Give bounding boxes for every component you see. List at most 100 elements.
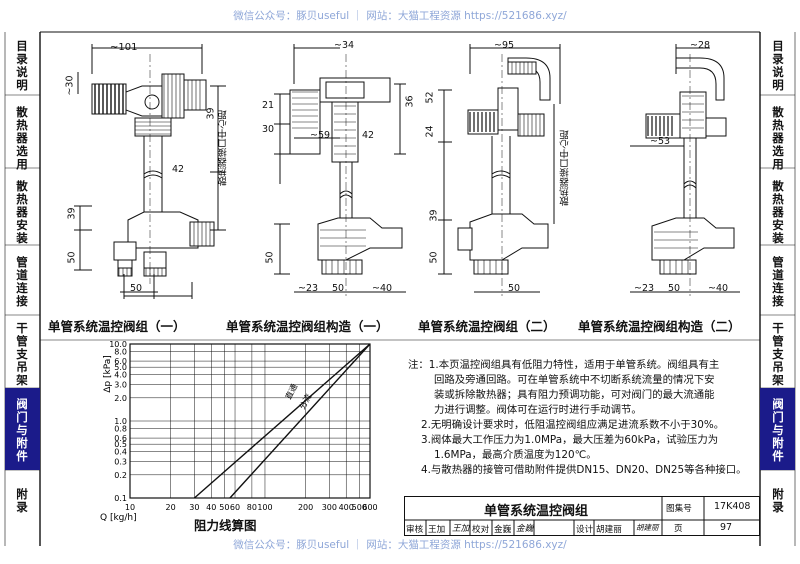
review-name: 王加: [428, 525, 446, 535]
chart-series-line: [193, 343, 371, 499]
fig4-dim-50: 50: [668, 283, 681, 294]
design-name: 胡建丽: [596, 525, 622, 535]
tab-left-pipe-connection[interactable]: 管道连接: [16, 255, 28, 308]
tab-left-radiator-selection[interactable]: 散热器选用: [16, 105, 28, 171]
chart-x-label: Q [kg/h]: [100, 513, 137, 523]
chart-y-tick-label: 8.0: [114, 347, 127, 356]
caption-figure-1: 单管系统温控阀组（一）: [48, 319, 186, 334]
chart-grid: [129, 343, 371, 499]
fig4-dim-28: ~28: [690, 40, 711, 51]
note-line-5: 2.无明确设计要求时，低阻温控阀组应满足进流系数不小于30%。: [421, 419, 725, 431]
chart-y-label: Δp [kPa]: [103, 355, 113, 393]
figure-valve-set-2: [438, 44, 561, 296]
tab-left-valves-accessories[interactable]: 阀门与附件: [13, 398, 31, 463]
fig1-dim-top-left: ~30: [64, 75, 76, 96]
fig2-dim-34: ~34: [334, 40, 355, 51]
chart-y-tick-label: 0.8: [114, 424, 127, 433]
tab-right-main-support[interactable]: 干管支吊架: [772, 321, 784, 387]
tab-right-radiator-selection[interactable]: 散热器选用: [772, 105, 784, 171]
review-signature: 王加: [452, 524, 470, 534]
chart-y-tick-label: 5.0: [114, 363, 127, 372]
fig1-dim-39-top: 39: [205, 107, 217, 120]
fig2-dim-30: 30: [262, 124, 275, 135]
fig2-dim-50-left: 50: [264, 251, 276, 264]
chart-y-tick-label: 0.6: [114, 434, 127, 443]
caption-chart: 阻力线算图: [194, 518, 257, 533]
page-number: 97: [720, 522, 733, 533]
page-label: 页: [674, 524, 683, 534]
chart-y-tick-label: 2.0: [114, 394, 127, 403]
review-label: 审核: [406, 525, 424, 535]
chart-x-tick-label: 600: [362, 503, 377, 512]
fig2-dim-59: ~59: [310, 130, 331, 141]
figure-valve-construction-1: [274, 44, 406, 296]
fig1-dim-39-bottom: 39: [66, 207, 78, 220]
chart-series-lines: [193, 343, 371, 499]
chart-y-tick-label: 10.0: [109, 340, 127, 349]
check-name: 金巍: [494, 525, 512, 535]
atlas-label: 图集号: [666, 504, 692, 514]
chart-x-tick-label: 100: [257, 503, 272, 512]
chart-x-tick-label: 40: [206, 503, 216, 512]
fig3-dim-39: 39: [428, 209, 440, 222]
chart-x-tick-label: 30: [189, 503, 199, 512]
chart-y-tick-label: 0.5: [114, 440, 127, 449]
chart-x-tick-label: 50: [219, 503, 229, 512]
chart-series-line: [229, 343, 371, 499]
atlas-number: 17K408: [714, 501, 751, 512]
fig2-dim-21: 21: [262, 100, 275, 111]
chart-x-tick-label: 20: [166, 503, 176, 512]
chart-x-tick-label: 400: [339, 503, 354, 512]
fig3-center-distance-label: 散热器接口中心距: [560, 130, 571, 206]
fig2-dim-40: ~40: [372, 283, 393, 294]
design-signature: 胡建丽: [636, 523, 659, 532]
check-label: 校对: [472, 525, 490, 535]
fig2-dim-42: 42: [362, 130, 375, 141]
chart-x-tick-label: 500: [352, 503, 367, 512]
fig3-dim-95: ~95: [494, 40, 515, 51]
fig4-dim-53: ~53: [650, 136, 671, 147]
fig2-dim-23: ~23: [298, 283, 319, 294]
chart-y-tick-label: 1.0: [114, 417, 127, 426]
fig2-dim-50-bottom: 50: [332, 283, 345, 294]
watermark-top: 微信公众号：豚贝useful ｜ 网站：大猫工程资源 https://52168…: [233, 10, 567, 22]
chart-curve-label-straight: 直通: [283, 382, 299, 401]
fig3-dim-52: 52: [424, 91, 436, 104]
figure-valve-set-1: [74, 44, 226, 299]
note-line-1: 注：1.本页温控阀组具有低阻力特性，适用于单管系统。阀组具有主: [408, 359, 720, 371]
chart-x-tick-label: 60: [230, 503, 240, 512]
note-line-7: 1.6MPa，最高介质温度为120℃。: [434, 449, 597, 461]
note-line-6: 3.阀体最大工作压力为1.0MPa，最大压差为60kPa，试验压力为: [421, 434, 719, 446]
tab-right-appendix[interactable]: 附录: [772, 487, 784, 514]
fig1-dim-50-bottom: 50: [130, 283, 143, 294]
tab-right-valves-accessories[interactable]: 阀门与附件: [769, 398, 787, 463]
title-block-title: 单管系统温控阀组: [484, 504, 589, 519]
tab-left-radiator-install[interactable]: 散热器安装: [16, 179, 28, 245]
chart-y-ticks: 10.08.06.05.04.03.02.01.00.80.60.50.40.3…: [109, 340, 127, 503]
chart-y-tick-label: 6.0: [114, 357, 127, 366]
note-line-4: 力进行调整。阀体可在运行时进行手动调节。: [434, 404, 642, 416]
note-line-2: 回路及旁通回路。可在单管系统中不切断系统流量的情况下安: [434, 374, 715, 386]
tab-left-main-support[interactable]: 干管支吊架: [16, 321, 28, 387]
resistance-chart: 10.08.06.05.04.03.02.01.00.80.60.50.40.3…: [100, 340, 378, 523]
chart-y-tick-label: 3.0: [114, 380, 127, 389]
chart-y-tick-label: 0.4: [114, 448, 127, 457]
tab-left-contents[interactable]: 目录说明: [16, 39, 28, 92]
tab-right-contents[interactable]: 目录说明: [772, 39, 784, 92]
fig1-dim-width: ~101: [110, 42, 138, 53]
fig2-dim-36: 36: [404, 95, 416, 108]
note-line-8: 4.与散热器的接管可借助附件提供DN15、DN20、DN25等各种接口。: [421, 464, 747, 476]
check-signature: 金巍: [516, 524, 534, 534]
tab-right-pipe-connection[interactable]: 管道连接: [772, 255, 784, 308]
tab-right-radiator-install[interactable]: 散热器安装: [772, 179, 784, 245]
fig1-dim-50-left: 50: [66, 251, 78, 264]
figure-valve-construction-2: [630, 44, 740, 296]
caption-figure-2: 单管系统温控阀组构造（一）: [226, 319, 389, 334]
fig1-center-distance-label: 散热器接口中心距: [218, 110, 229, 186]
tab-left-appendix[interactable]: 附录: [16, 487, 28, 514]
chart-x-tick-label: 300: [322, 503, 337, 512]
title-block-grid: [404, 496, 760, 536]
fig3-dim-50-left: 50: [428, 251, 440, 264]
fig3-dim-24: 24: [424, 125, 436, 138]
